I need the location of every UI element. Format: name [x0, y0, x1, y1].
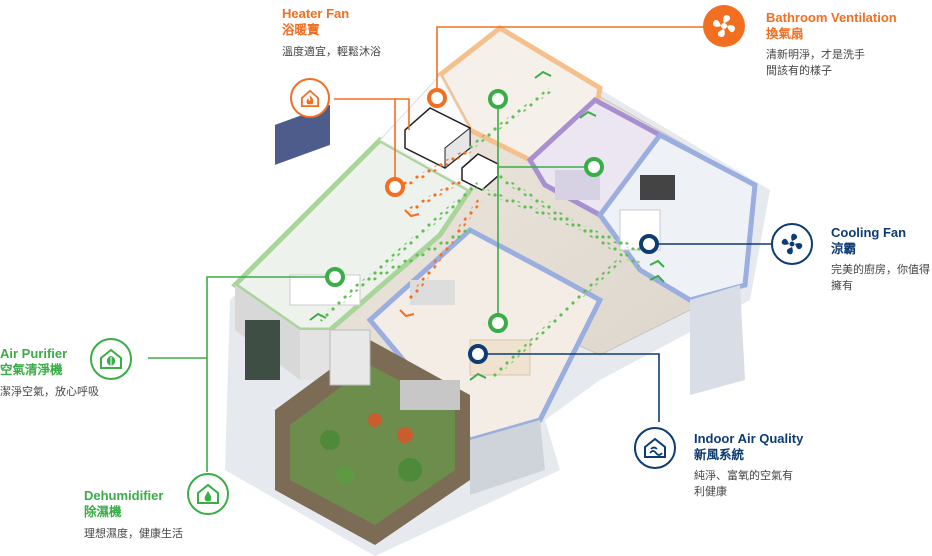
indoor-title-zh: 新風系統: [694, 448, 745, 462]
heater-icon: [290, 78, 330, 118]
heater-duct: [393, 147, 483, 302]
cooling-label: Cooling Fan 涼霸 完美的廚房，你值得 擁有: [831, 225, 930, 294]
indoor-title-en: Indoor Air Quality: [694, 431, 804, 446]
ventilation-title-zh: 換氣扇: [766, 27, 804, 41]
indoor-desc: 純淨、富氧的空氣有 利健康: [694, 468, 803, 500]
heat-arrows: [399, 209, 420, 318]
cooling-title-zh: 涼霸: [831, 242, 857, 256]
indoor-label: Indoor Air Quality 新風系統 純淨、富氧的空氣有 利健康: [694, 431, 803, 500]
cooling-desc-line2: 擁有: [831, 280, 853, 292]
heater-desc: 溫度適宜，輕鬆沐浴: [282, 46, 381, 58]
propeller-fan-icon: [771, 223, 813, 265]
house-drop-icon: [187, 473, 229, 515]
purifier-label: Air Purifier 空氣清淨機 潔淨空氣，放心呼吸: [0, 346, 99, 400]
ventilation-desc-line2: 間該有的樣子: [766, 65, 832, 77]
purifier-desc: 潔淨空氣，放心呼吸: [0, 386, 99, 398]
node-markers: [325, 88, 659, 364]
kitchen-room: [596, 131, 758, 303]
airflow-arrows: [309, 70, 665, 381]
dehumid-title-en: Dehumidifier: [84, 488, 164, 503]
cooling-title-en: Cooling Fan: [831, 225, 907, 240]
heater-title-en: Heater Fan: [282, 6, 350, 21]
purifier-title-en: Air Purifier: [0, 346, 68, 361]
house-air-icon: [634, 427, 676, 469]
purifier-title-zh: 空氣清淨機: [0, 363, 63, 377]
house-leaf-icon: [90, 338, 132, 380]
dehumid-desc: 理想濕度，健康生活: [84, 528, 183, 540]
cooling-desc: 完美的廚房，你值得 擁有: [831, 262, 930, 294]
ventilation-desc-line1: 清新明淨，才是洗手: [766, 49, 865, 61]
fan-icon: [703, 5, 745, 47]
cooling-desc-line1: 完美的廚房，你值得: [831, 264, 930, 276]
ventilation-desc: 清新明淨，才是洗手 間該有的樣子: [766, 47, 897, 79]
indoor-desc-line2: 利健康: [694, 486, 727, 498]
fresh-air-duct: [318, 87, 642, 382]
heater-title-zh: 浴暖寶: [282, 23, 320, 37]
dehumid-title-zh: 除濕機: [84, 505, 122, 519]
indoor-desc-line1: 純淨、富氧的空氣有: [694, 470, 793, 482]
dehumid-label: Dehumidifier 除濕機 理想濕度，健康生活: [84, 488, 183, 542]
heater-label: Heater Fan 浴暖寶 溫度適宜，輕鬆沐浴: [282, 6, 381, 60]
ventilation-title-en: Bathroom Ventilation: [766, 10, 897, 25]
ventilation-label: Bathroom Ventilation 換氣扇 清新明淨，才是洗手 間該有的樣…: [766, 10, 897, 79]
